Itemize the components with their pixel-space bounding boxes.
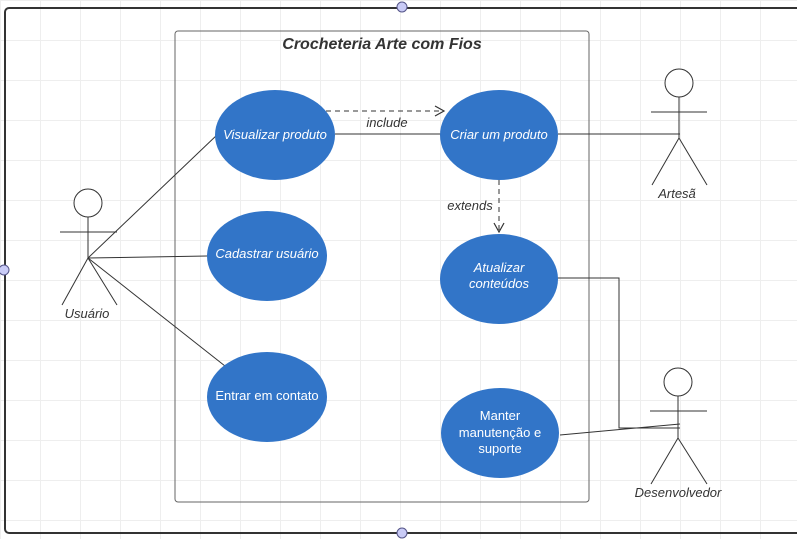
assoc-usuario-visualizar[interactable]	[87, 133, 219, 259]
assoc-dev-manter[interactable]	[559, 423, 681, 436]
svg-text:Criar um produto: Criar um produto	[450, 127, 548, 142]
system-title: Crocheteria Arte com Fios	[282, 36, 482, 53]
svg-text:Entrar em contato: Entrar em contato	[215, 388, 318, 403]
actor-desenvolvedor-label: Desenvolvedor	[635, 485, 722, 500]
svg-text:Visualizar produto: Visualizar produto	[223, 127, 327, 142]
actor-usuario-label: Usuário	[65, 306, 110, 321]
assoc-usuario-cadastrar[interactable]	[87, 255, 208, 259]
extends-label: extends	[447, 198, 493, 213]
use-case-entrar-em-contato[interactable]: Entrar em contato	[207, 352, 327, 442]
associations	[87, 133, 681, 436]
actor-artesa[interactable]	[651, 68, 708, 186]
svg-text:conteúdos: conteúdos	[469, 276, 529, 291]
use-case-atualizar-conteudos[interactable]: Atualizar conteúdos	[440, 234, 558, 324]
actor-artesa-label: Artesã	[657, 186, 696, 201]
resize-handle-bottom[interactable]	[396, 527, 408, 539]
resize-handle-left[interactable]	[0, 264, 10, 276]
assoc-dev-atualizar[interactable]	[557, 277, 680, 429]
actor-usuario[interactable]	[60, 188, 118, 306]
use-case-criar-produto[interactable]: Criar um produto	[440, 90, 558, 180]
svg-text:suporte: suporte	[478, 441, 521, 456]
assoc-usuario-contato[interactable]	[87, 257, 226, 367]
resize-handle-top[interactable]	[396, 1, 408, 13]
svg-text:manutenção e: manutenção e	[459, 425, 541, 440]
system-boundary[interactable]	[174, 30, 590, 503]
include-label: include	[366, 115, 407, 130]
svg-text:Atualizar: Atualizar	[473, 260, 525, 275]
use-case-cadastrar-usuario[interactable]: Cadastrar usuário	[207, 211, 327, 301]
svg-text:Manter: Manter	[480, 408, 521, 423]
actor-desenvolvedor[interactable]	[650, 367, 708, 485]
svg-text:Cadastrar usuário: Cadastrar usuário	[215, 246, 318, 261]
use-case-manter-manutencao[interactable]: Manter manutenção e suporte	[441, 388, 559, 478]
use-case-visualizar-produto[interactable]: Visualizar produto	[215, 90, 335, 180]
